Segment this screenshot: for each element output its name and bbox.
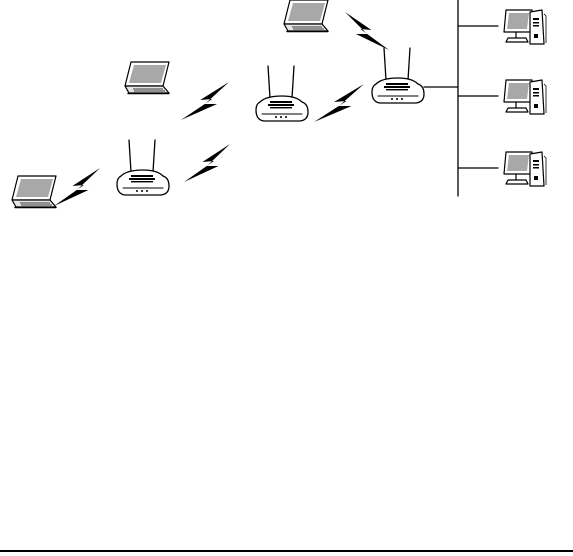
- lightning-bolt-icon: [184, 144, 230, 182]
- page-footer-rule: [0, 550, 573, 552]
- wired-backbone: [424, 0, 498, 196]
- wireless-router-icon: [372, 48, 424, 103]
- desktop-pc-icon: [504, 10, 546, 44]
- lightning-bolt-icon: [314, 84, 364, 122]
- lightning-bolt-icon: [345, 12, 389, 50]
- laptop-icon: [125, 62, 169, 94]
- wireless-router-icon: [256, 66, 308, 121]
- laptop-icon: [12, 176, 56, 208]
- laptop-icon: [284, 0, 328, 32]
- lightning-bolt-icon: [181, 82, 229, 120]
- lightning-bolt-icon: [54, 168, 100, 206]
- desktop-pc-icon: [504, 80, 546, 114]
- desktop-pc-icon: [504, 152, 546, 186]
- wireless-router-icon: [117, 140, 169, 195]
